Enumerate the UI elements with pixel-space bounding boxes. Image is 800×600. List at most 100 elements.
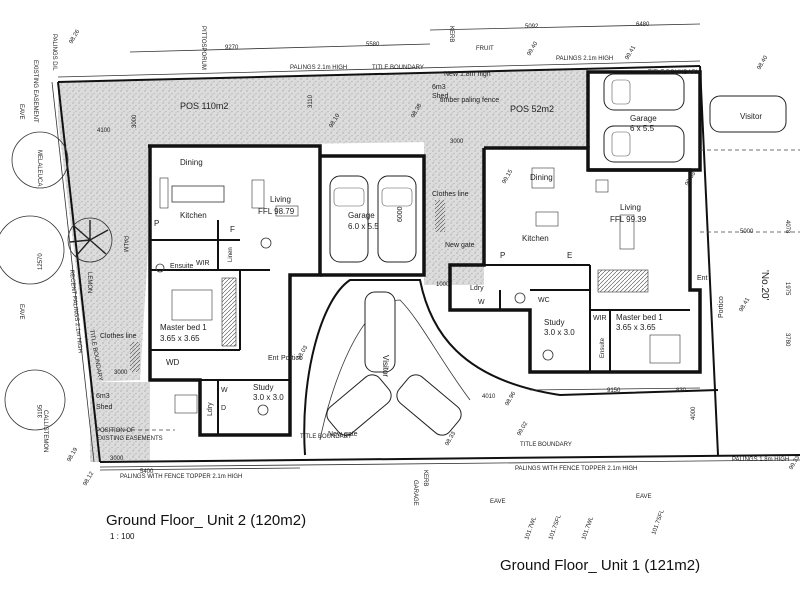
unit1-ldry-label: Ldry (470, 285, 484, 292)
kerb-below-label: KERB (422, 470, 428, 486)
unit1-garage (586, 70, 702, 172)
unit2-washer-label: W (221, 387, 228, 394)
dim-3110: 3110 (308, 94, 314, 108)
palings-bottom-mid-label: PALINGS WITH FENCE TOPPER 2.1m HIGH (515, 466, 637, 472)
title-boundary-bottom-label: TITLE BOUNDARY (520, 442, 572, 448)
unit2-kitchen-label: Kitchen (180, 211, 207, 220)
level-9819: 98.19 (67, 446, 80, 463)
dim-5580: 5580 (366, 42, 380, 48)
eave-bottom-right-label: EAVE (636, 494, 652, 500)
unit2-ffl-label: FFL 98.79 (258, 207, 295, 216)
unit2-garage-labels: Garage 6.0 x 5.5 6000 (348, 206, 404, 231)
dim-5400: 5400 (140, 469, 154, 475)
level-9902: 99.02 (517, 420, 530, 437)
dim-3195: 3195 (38, 404, 44, 418)
dim-1000: 1000 (436, 282, 450, 288)
unit1-e-label: E (567, 251, 572, 260)
hwl-label-2: 101.7WL (581, 515, 595, 540)
dim-5000: 5000 (740, 229, 754, 235)
hwl-label-1: 101.7WL (524, 515, 538, 540)
dim-4100: 4100 (97, 128, 111, 134)
unit2-dining-label: Dining (180, 158, 203, 167)
unit2-garage-size: 6.0 x 5.5 (348, 222, 379, 231)
level-9933: 99.33 (789, 454, 800, 471)
dim-9150: 9150 (607, 388, 621, 394)
unit1-dining-label: Dining (530, 173, 553, 182)
dim-3000c: 3000 (114, 370, 128, 376)
unit2-building (130, 144, 322, 437)
palings-top-label: PALINGS 2.1m HIGH (290, 65, 347, 71)
unit1-clothes-line-label: Clothes line (432, 191, 469, 198)
dim-3000b: 3000 (450, 139, 464, 145)
dim-9270: 9270 (225, 45, 239, 51)
unit2-garage-dim: 6000 (397, 206, 404, 222)
palings-right-label: PALINGS 2.1m HIGH (556, 56, 613, 62)
unit1-study-size: 3.0 x 3.0 (544, 328, 575, 337)
driveway (303, 95, 800, 456)
position-easements-label: POSITION OF (96, 428, 135, 434)
palings-dl-label: PALINGS D/L (51, 34, 57, 71)
level-9803: 98.03 (297, 344, 310, 361)
dim-3780: 3780 (784, 333, 790, 347)
unit1-ensuite-label: Ensuite (600, 337, 606, 358)
unit2-wir-label: WIR (196, 260, 210, 267)
unit2-dryer-label: D (221, 405, 226, 412)
unit1-pantry-label: P (500, 251, 505, 260)
unit1-master-size: 3.65 x 3.65 (616, 323, 656, 332)
level-9941: 99.41 (625, 44, 638, 61)
dim-3000a: 3000 (132, 114, 138, 128)
trees (0, 131, 113, 431)
unit1-ffl-label: FFL 99.39 (610, 215, 647, 224)
unit2-ent-label: Ent (268, 355, 279, 362)
driveway-new-gate-label: New gate (328, 431, 358, 438)
garage-below-label: GARAGE (412, 480, 418, 506)
level-9896: 98.96 (505, 390, 518, 407)
unit2-ensuite-label: Ensuite (170, 263, 193, 270)
unit1-portico-label: Portico (718, 296, 725, 318)
unit2-pantry-label: P (154, 219, 159, 228)
sfl-label-1: 101.7SFL (548, 514, 563, 541)
sfl-label-2: 101.7SFL (651, 509, 666, 536)
unit2-portico-label: Portico (281, 355, 303, 362)
unit2-fridge-label: F (230, 225, 235, 234)
level-9841: 98.41 (739, 296, 752, 313)
level-9940: 99.40 (527, 40, 540, 57)
dim-4000: 4000 (691, 406, 697, 420)
unit1-study-label: Study (544, 318, 564, 327)
unit1-wc-label: WC (538, 297, 550, 304)
dim-6480: 6480 (636, 22, 650, 28)
unit1-new-gate-label: New gate (445, 242, 475, 249)
unit2-scale-label: 1 : 100 (110, 532, 135, 541)
dim-4078: 4078 (784, 220, 790, 234)
unit1-living-label: Living (620, 203, 641, 212)
title-boundary-right-label: TITLE BOUNDARY (648, 70, 700, 76)
dim-1975: 1975 (784, 282, 790, 296)
dim-830: 830 (676, 388, 687, 394)
eave-left-lower-label: EAVE (18, 304, 24, 320)
level-9908: 99.08 (685, 170, 698, 187)
position-easements-label-2: EXISTING EASEMENTS (96, 436, 163, 442)
unit1-washer-label: W (478, 299, 485, 306)
eave-left-label: EAVE (18, 104, 24, 120)
street-number-label: 'No.20' (759, 270, 770, 301)
unit2-master-label: Master bed 1 (160, 323, 207, 332)
melaleuca-label: MELALEUCA (36, 150, 42, 186)
palings-bottom-right-label: PALINGS 1.8m HIGH (732, 457, 789, 463)
unit2-floor-title: Ground Floor_ Unit 2 (120m2) (106, 512, 307, 529)
title-boundary-unit2-label: TITLE BOUNDARY (300, 434, 352, 440)
unit1-shed-label: Shed (432, 93, 448, 100)
unit2-garage (320, 154, 426, 277)
palm-label: PALM (122, 236, 128, 252)
title-boundary-top-label: TITLE BOUNDARY (372, 65, 424, 71)
kerb-label: KERB (448, 26, 454, 42)
palings-bottom-label: PALINGS WITH FENCE TOPPER 2.1m HIGH (120, 474, 242, 480)
unit1-building (435, 146, 702, 374)
unit2-shed-area: 6m3 (96, 393, 110, 400)
pittosporum-label: PITTOSPORUM (200, 26, 206, 70)
paved-areas (58, 68, 588, 462)
unit2-master-size: 3.65 x 3.65 (160, 334, 200, 343)
unit1-pos-label: POS 52m2 (510, 104, 554, 114)
level-9812: 98.12 (83, 470, 96, 487)
existing-easement-label: EXISTING EASEMENT (32, 60, 38, 123)
unit2-living-label: Living (270, 195, 291, 204)
